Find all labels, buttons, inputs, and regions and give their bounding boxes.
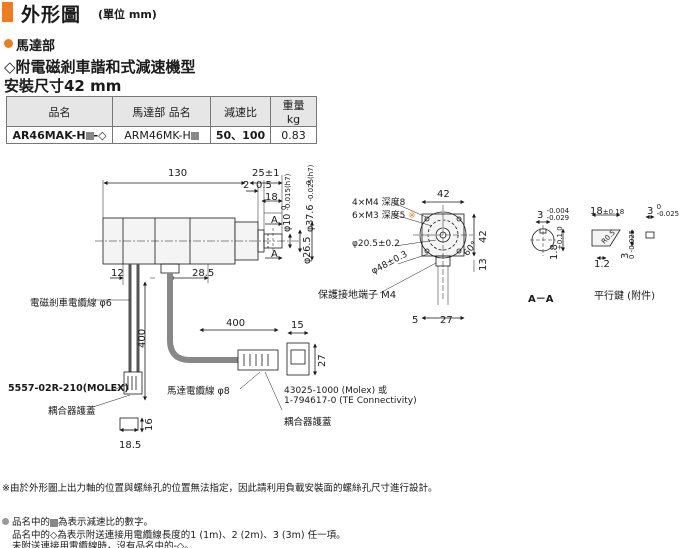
tap-hole-m4: 4×M4 深度8 (352, 198, 406, 208)
dim-26-5: φ26.5 (302, 236, 313, 264)
unit-label: (單位 mm) (98, 8, 157, 21)
dim-pilot-dia: φ37.6 -0.025(h7) (305, 164, 316, 232)
key-label: 平行鍵 (附件) (594, 291, 655, 302)
connector-b-label-2: 1-794617-0 (TE Connectivity) (284, 396, 417, 406)
dim-25: 25±1 (252, 168, 280, 179)
spec-table-header-row: 品名 馬達部 品名 減速比 重量 kg (6, 96, 317, 127)
title-accent-bar (2, 2, 13, 22)
dim-400-horizontal: 400 (226, 318, 246, 329)
brake-cable-label: 電磁剎車電纜線 φ6 (30, 298, 112, 309)
dim-27-bottom: 27 (440, 315, 453, 326)
col-header-weight: 重量 kg (270, 96, 317, 127)
section-aa-title: A－A (528, 294, 554, 305)
dim-shaft-tol-top: 0 (280, 205, 288, 210)
spec-table: 品名 馬達部 品名 減速比 重量 kg AR46MAK-H -◇ ARM46MK-… (6, 96, 317, 144)
section-subtitle: ◇附電磁剎車諧和式減速機型 (4, 58, 196, 76)
dim-pilot-tol-top: 0 (305, 180, 313, 185)
dim-27: 27 (317, 354, 328, 367)
key-dim-18: 18±0.18 (590, 206, 625, 217)
dim-16: 16 (144, 418, 155, 431)
weight-cell: 0.83 (270, 126, 317, 144)
note-line-2: 品名中的◇為表示附送連接用電纜線長度的1 (1m)、2 (2m)、3 (3m) … (12, 530, 346, 541)
note-bullet-icon (2, 518, 9, 525)
brake-connector (123, 371, 143, 395)
motor-cable (167, 273, 245, 363)
key-dim-3: 3 0 -0.025 (647, 203, 680, 218)
ratio-cell: 50、100 (210, 126, 271, 144)
dim-13: 13 (478, 258, 489, 271)
model-suffix: -◇ (93, 128, 107, 142)
model-prefix: AR46MAK-H (12, 128, 86, 142)
ratio-placeholder-icon (50, 518, 59, 527)
dim-12: 12 (111, 268, 124, 279)
star-mark: ※ (408, 211, 416, 221)
dim-28-5: 28.5 (192, 268, 215, 279)
page-title: 外形圖 (21, 4, 82, 26)
aa-dim-1-8-tol: +0.1 0 (556, 226, 564, 250)
ground-terminal (160, 263, 180, 274)
front-terminal (435, 255, 451, 267)
parallel-key (591, 229, 621, 247)
model-cell: AR46MAK-H -◇ (6, 126, 113, 144)
aa-dim-3: 3 -0.004 -0.029 (537, 207, 570, 222)
dim-130: 130 (168, 168, 188, 179)
dim-5: 5 (412, 315, 419, 326)
section-bullet-icon (4, 39, 13, 48)
dim-20-5: φ20.5±0.2 (352, 239, 400, 249)
dim-18-5: 18.5 (119, 440, 142, 451)
dim-42-width: 42 (437, 189, 450, 200)
dim-18: 18 (265, 192, 278, 203)
dim-15: 15 (291, 320, 304, 331)
section-mark-a-bottom: A (271, 249, 278, 260)
cover-b-label: 耦合器護蓋 (284, 417, 332, 428)
motor-cable-label: 馬達電纜線 φ8 (167, 386, 230, 397)
key-dim-3-vertical-tol: 0 -0.025 (628, 229, 636, 259)
ground-terminal-label: 保護接地端子 M4 (318, 290, 397, 301)
cover-a-label: 耦合器護蓋 (48, 406, 96, 417)
connector-b-label-1: 43025-1000 (Molex) 或 (284, 386, 388, 396)
motor-prefix: ARM46MK-H (124, 128, 191, 142)
ratio-placeholder-icon (190, 131, 199, 140)
section-label: 馬達部 (16, 39, 56, 54)
dim-400-vertical: 400 (137, 328, 148, 348)
key-dim-1-2: 1.2 (594, 259, 610, 270)
connector-face (286, 342, 310, 376)
dim-0-5: 0.5 (256, 180, 272, 191)
dim-2: 2 (243, 180, 250, 191)
motor-model-cell: ARM46MK-H (112, 126, 211, 144)
mounting-size: 安裝尺寸42 mm (4, 77, 122, 95)
dim-shaft-dia: φ10 -0.015(h7) (282, 173, 293, 232)
connector-a-label: 5557-02R-210(MOLEX) (8, 383, 129, 394)
ratio-placeholder-icon (85, 131, 94, 140)
tap-hole-m3: 6×M3 深度5 ※ (352, 211, 416, 221)
note-line-3: 未附送連接用電纜線時，沒有品名中的-◇。 (12, 541, 194, 548)
table-row: AR46MAK-H -◇ ARM46MK-H 50、100 0.83 (6, 126, 317, 144)
star-note: ※由於外形圖上出力軸的位置與螺絲孔的位置無法指定，因此請利用負載安裝面的螺絲孔尺… (2, 483, 438, 494)
section-mark-a-top: A (271, 215, 278, 226)
note-line-1: 品名中的為表示減速比的數字。 (2, 514, 153, 528)
key-end-view (645, 231, 655, 239)
dim-42-height: 42 (478, 230, 489, 243)
